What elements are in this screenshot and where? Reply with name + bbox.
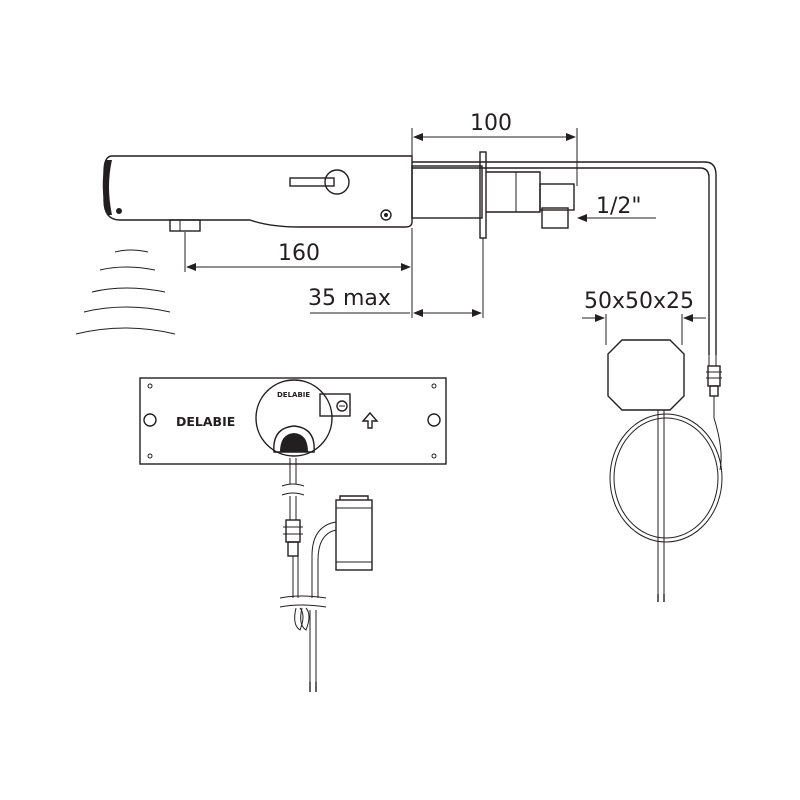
dimension-100-label: 100 xyxy=(470,111,512,136)
dimension-thread: 1/2" xyxy=(577,194,656,222)
dimension-box: 50x50x25 xyxy=(582,289,706,345)
dimension-160: 160 xyxy=(184,228,413,318)
dimension-thread-label: 1/2" xyxy=(596,194,642,219)
knob-brand-label: DELABIE xyxy=(277,391,310,399)
dimension-box-label: 50x50x25 xyxy=(584,289,694,314)
electronic-box-assembly xyxy=(607,339,723,602)
sensor-waves xyxy=(75,249,176,335)
wall-plate-front-view: DELABIE DELABIE xyxy=(139,377,447,465)
dimension-100: 100 xyxy=(411,111,578,186)
front-cable-assembly xyxy=(279,458,373,692)
spout-side-view xyxy=(102,151,717,355)
dimension-160-label: 160 xyxy=(278,241,320,266)
dimension-35-max: 35 max xyxy=(308,238,484,318)
plate-brand-label: DELABIE xyxy=(176,414,235,429)
dimension-35-max-label: 35 max xyxy=(308,286,391,311)
